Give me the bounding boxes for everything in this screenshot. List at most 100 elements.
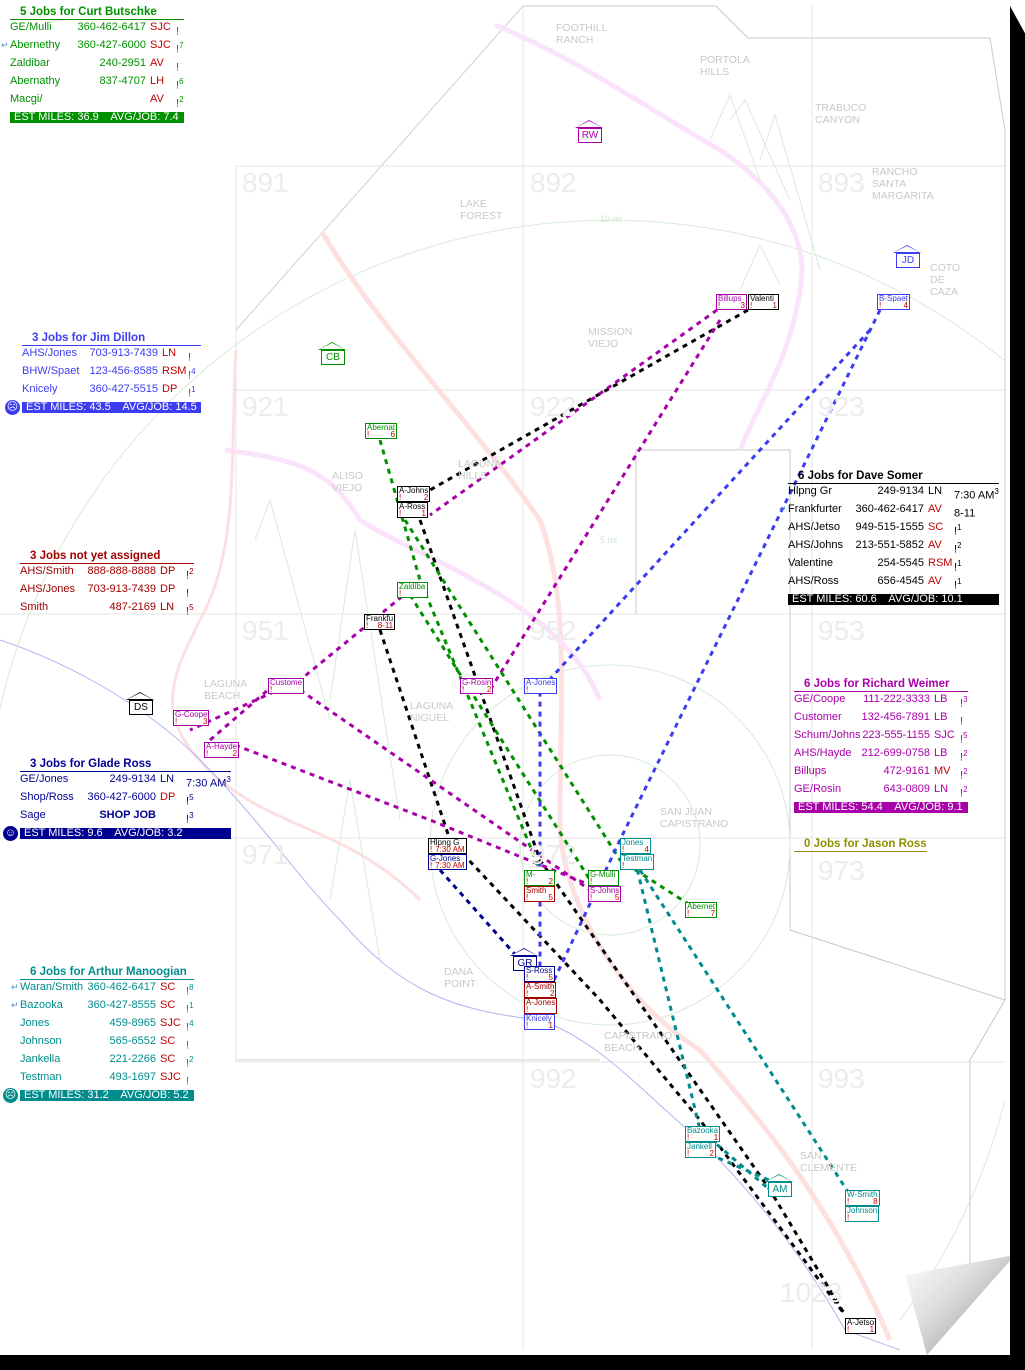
shop-house-am[interactable]: AM bbox=[765, 1174, 793, 1197]
job-marker[interactable]: M-!2 bbox=[524, 870, 555, 886]
job-marker[interactable]: S-Johns!5 bbox=[588, 886, 622, 902]
route-richard bbox=[429, 308, 718, 517]
job-marker[interactable]: Custome! bbox=[268, 678, 305, 694]
job-area: SC bbox=[160, 999, 176, 1012]
job-marker-alert: ! bbox=[462, 685, 465, 694]
job-marker[interactable]: Johnson! bbox=[845, 1206, 880, 1222]
shop-house-rw[interactable]: RW bbox=[575, 120, 603, 143]
job-marker[interactable]: Knicely!1 bbox=[524, 1014, 555, 1030]
job-marker[interactable]: A-Jetso!1 bbox=[845, 1318, 877, 1334]
job-marker-alert: ! bbox=[430, 861, 433, 870]
job-marker[interactable]: Frankfu!8-11 bbox=[364, 614, 396, 630]
job-marker[interactable]: A-Smith!2 bbox=[524, 982, 557, 998]
job-marker[interactable]: Testman! bbox=[620, 854, 655, 870]
job-note-text: 8-11 bbox=[954, 507, 976, 520]
shop-house-jd[interactable]: JD bbox=[893, 245, 921, 268]
job-marker[interactable]: A-Ross!1 bbox=[397, 502, 428, 518]
job-marker-label: Smith bbox=[526, 886, 547, 895]
job-name: AHS/Hayde bbox=[794, 747, 852, 760]
job-note-text: ! bbox=[186, 1003, 190, 1016]
job-marker-label: B-Spaet bbox=[879, 294, 908, 303]
job-marker-alert: ! bbox=[750, 301, 753, 310]
job-marker[interactable]: Abernat!6 bbox=[365, 423, 398, 439]
route-richard bbox=[299, 688, 591, 892]
job-area: SJC bbox=[160, 1017, 181, 1030]
job-marker-label: Abernat bbox=[367, 423, 396, 432]
job-note-text: 7:30 AM bbox=[186, 777, 227, 790]
job-marker[interactable]: B-Spaet!4 bbox=[877, 294, 910, 310]
job-marker-number: 4 bbox=[903, 301, 908, 310]
job-marker-alert: ! bbox=[399, 509, 402, 518]
job-note: ! bbox=[186, 583, 189, 601]
house-roof-icon bbox=[318, 342, 346, 350]
job-marker[interactable]: S-Ross!5 bbox=[524, 966, 555, 982]
job-marker-label: G-Rosin bbox=[462, 678, 492, 687]
job-marker[interactable]: Smith!5 bbox=[524, 886, 555, 902]
job-note: 8-11 bbox=[954, 503, 975, 521]
job-priority: 2 bbox=[189, 567, 194, 577]
job-marker[interactable]: Abernet!7 bbox=[685, 902, 718, 918]
shop-house-cb[interactable]: CB bbox=[318, 342, 346, 365]
job-marker[interactable]: A-Hayde!2 bbox=[204, 742, 240, 758]
job-marker-label: G-Coope bbox=[175, 710, 208, 719]
shop-house-ds[interactable]: DS bbox=[126, 692, 154, 715]
job-row[interactable]: Macgi/AV!2 bbox=[10, 93, 184, 111]
job-area: LB bbox=[934, 693, 948, 706]
job-note: !1 bbox=[954, 575, 962, 593]
job-marker[interactable]: W-Smith!8 bbox=[845, 1190, 880, 1206]
job-marker[interactable]: Jankell!2 bbox=[685, 1142, 716, 1158]
map-page-number: 992 bbox=[530, 1063, 577, 1094]
job-marker[interactable]: Hlpng G!7:30 AM bbox=[428, 838, 467, 854]
map-page-number: 891 bbox=[242, 167, 289, 198]
job-marker[interactable]: A-Johns!2 bbox=[397, 486, 431, 502]
job-marker[interactable]: Zaldiba! bbox=[397, 582, 428, 598]
job-note: !1 bbox=[954, 521, 962, 539]
job-marker[interactable]: G-Jones!7:30 AM bbox=[428, 854, 467, 870]
map-page-number: 892 bbox=[530, 167, 577, 198]
job-marker[interactable]: A-Jones! bbox=[524, 998, 558, 1014]
job-marker[interactable]: G-Mulli! bbox=[588, 870, 619, 886]
job-name: AHS/Smith bbox=[20, 565, 74, 578]
job-name: GE/Rosin bbox=[794, 783, 842, 796]
job-marker[interactable]: Jones!4 bbox=[620, 838, 651, 854]
job-note-text: ! bbox=[954, 561, 958, 574]
job-marker[interactable]: G-Rosin!2 bbox=[460, 678, 494, 694]
job-marker[interactable]: A-Jones! bbox=[524, 678, 558, 694]
job-marker[interactable]: Bazooka!1 bbox=[685, 1126, 721, 1142]
job-marker[interactable]: Billups!3 bbox=[716, 294, 747, 310]
job-marker[interactable]: G-Coope!3 bbox=[173, 710, 210, 726]
job-phone: 360-462-6417 bbox=[87, 981, 156, 994]
job-marker[interactable]: Valenti!1 bbox=[748, 294, 779, 310]
